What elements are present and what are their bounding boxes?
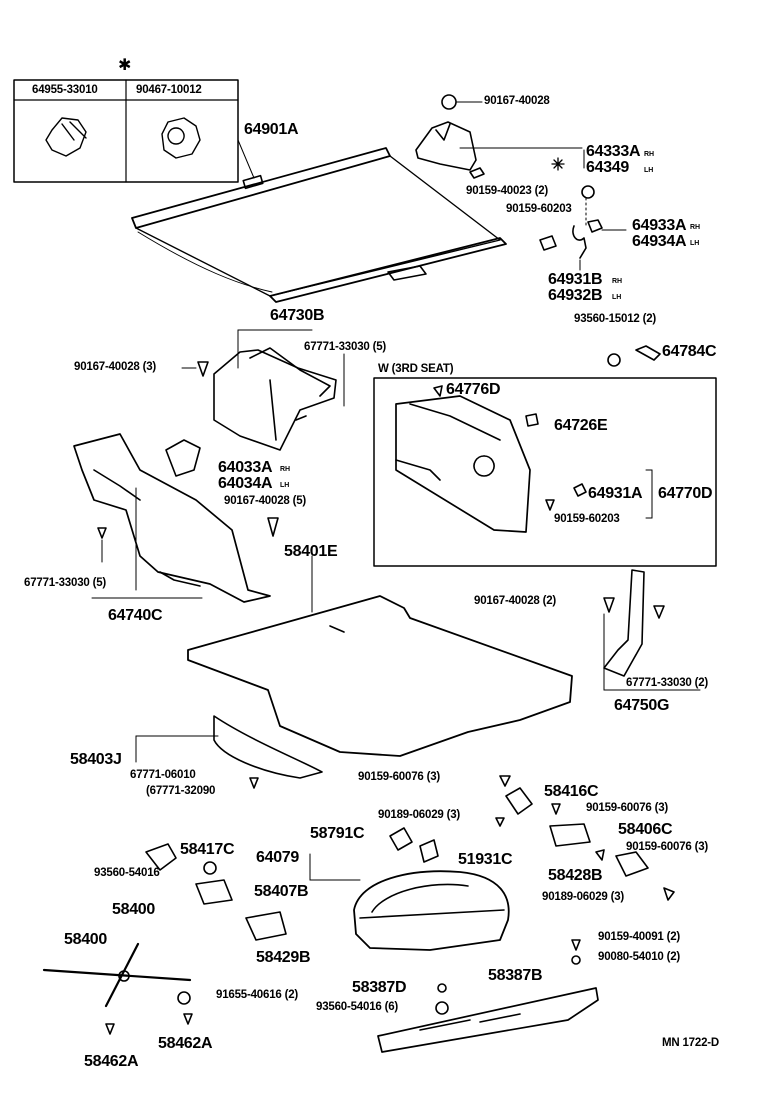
trim-64740C	[73, 433, 271, 603]
screw-icon	[581, 185, 595, 199]
label-64750G: 64750G	[614, 697, 670, 714]
tag-rh: RH	[612, 278, 623, 285]
label-58387D: 58387D	[352, 979, 407, 996]
label-58400-a: 58400	[112, 901, 155, 918]
cover-64770D	[395, 395, 531, 533]
label-67771-33030-5b: 67771-33030 (5)	[24, 577, 107, 589]
label-58428B: 58428B	[548, 867, 603, 884]
section-title: W (3RD SEAT)	[378, 363, 454, 375]
label-64333A: 64333A	[586, 143, 641, 160]
label-93560-54016: 93560-54016	[94, 867, 160, 879]
inset-box	[13, 79, 239, 183]
label-64901A: 64901A	[244, 121, 299, 138]
label-67771-33030-2: 67771-33030 (2)	[626, 677, 709, 689]
third-seat-box	[373, 377, 717, 567]
label-91655-40616: 91655-40616 (2)	[216, 989, 299, 1001]
label-90167-40028-2: 90167-40028 (2)	[474, 595, 557, 607]
label-90080-54010: 90080-54010 (2)	[598, 951, 681, 963]
diagram-code: MN 1722-D	[662, 1037, 719, 1049]
label-90159-60076-3c: 90159-60076 (3)	[626, 841, 709, 853]
label-51931C: 51931C	[458, 851, 513, 868]
label-58387B: 58387B	[488, 967, 543, 984]
screw-icon	[435, 1001, 449, 1015]
label-58462A: 58462A	[158, 1035, 213, 1052]
tag-lh: LH	[644, 167, 654, 174]
inset-mark: ✱	[118, 57, 132, 74]
label-64934A: 64934A	[632, 233, 687, 250]
label-90159-60076-3a: 90159-60076 (3)	[358, 771, 441, 783]
tag-lh: LH	[280, 482, 290, 489]
label-58403J: 58403J	[70, 751, 122, 768]
label-58791C: 58791C	[310, 825, 365, 842]
label-58400-b: 58400	[64, 931, 107, 948]
label-64933A: 64933A	[632, 217, 687, 234]
label-64726E: 64726E	[554, 417, 608, 434]
tag-lh: LH	[690, 240, 700, 247]
label-58417C: 58417C	[180, 841, 235, 858]
label-67771-33030-5a: 67771-33030 (5)	[304, 341, 387, 353]
label-inset-right: 90467-10012	[136, 84, 202, 96]
label-67771-06010: 67771-06010	[130, 769, 196, 781]
label-58407B: 58407B	[254, 883, 309, 900]
tag-lh: LH	[612, 294, 622, 301]
bracket-64750G	[603, 569, 645, 677]
label-90167-40028-3: 90167-40028 (3)	[74, 361, 157, 373]
label-58429B: 58429B	[256, 949, 311, 966]
label-64770D: 64770D	[658, 485, 713, 502]
clip-icon	[45, 117, 87, 157]
clip-icon	[161, 117, 201, 159]
screw-icon	[441, 94, 457, 110]
label-64931B: 64931B	[548, 271, 603, 288]
label-58462A-b: 58462A	[84, 1053, 139, 1070]
label-64784C: 64784C	[662, 343, 717, 360]
label-90167-40028-5: 90167-40028 (5)	[224, 495, 307, 507]
label-64034A: 64034A	[218, 475, 273, 492]
panel-64730B	[213, 347, 337, 451]
label-64079: 64079	[256, 849, 299, 866]
tag-rh: RH	[280, 466, 291, 473]
label-64730B: 64730B	[270, 307, 325, 324]
label-58401E: 58401E	[284, 543, 338, 560]
tonneau-cover	[131, 139, 507, 303]
bracket-64333A	[415, 121, 477, 171]
label-64932B: 64932B	[548, 287, 603, 304]
label-90167-40028: 90167-40028	[484, 95, 550, 107]
screw-icon	[203, 861, 217, 875]
tag-rh: RH	[690, 224, 701, 231]
screw-icon	[607, 353, 621, 367]
label-90189-06029-3b: 90189-06029 (3)	[542, 891, 625, 903]
label-67771-32090: (67771-32090	[146, 785, 216, 797]
label-93560-54016-6: 93560-54016 (6)	[316, 1001, 399, 1013]
label-90159-60203-mid: 90159-60203	[554, 513, 620, 525]
label-64740C: 64740C	[108, 607, 163, 624]
label-64776D: 64776D	[446, 381, 501, 398]
label-inset-left: 64955-33010	[32, 84, 98, 96]
label-90159-40023: 90159-40023 (2)	[466, 185, 549, 197]
label-90159-60203: 90159-60203	[506, 203, 572, 215]
label-93560-15012: 93560-15012 (2)	[574, 313, 657, 325]
label-58416C: 58416C	[544, 783, 599, 800]
label-90159-40091: 90159-40091 (2)	[598, 931, 681, 943]
label-64033A: 64033A	[218, 459, 273, 476]
label-90189-06029-3a: 90189-06029 (3)	[378, 809, 461, 821]
floor-mat-58401E	[187, 595, 573, 757]
screw-icon	[177, 991, 191, 1005]
label-64931A: 64931A	[588, 485, 643, 502]
jack-58400	[42, 942, 192, 1008]
tag-rh: RH	[644, 151, 655, 158]
label-64349: 64349	[586, 159, 629, 176]
label-58406C: 58406C	[618, 821, 673, 838]
plate-58387B	[377, 987, 599, 1053]
label-90159-60076-3b: 90159-60076 (3)	[586, 802, 669, 814]
tray-64079	[353, 870, 510, 951]
